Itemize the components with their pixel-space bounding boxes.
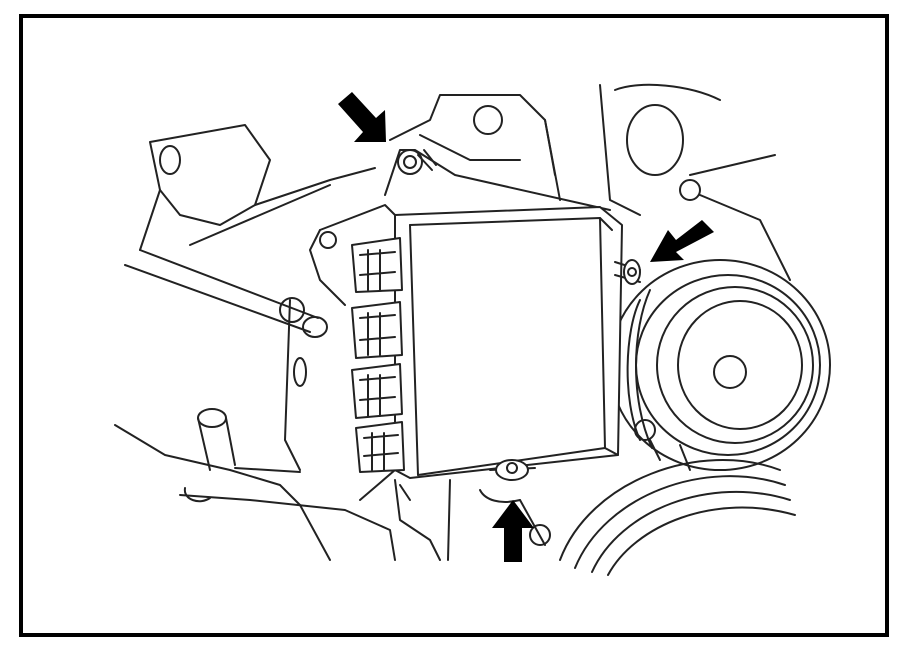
bolt-top-left [397, 149, 437, 175]
arrow-down-right-icon [338, 92, 386, 142]
right-bolt-arrow [650, 220, 714, 262]
control-module [394, 206, 623, 479]
arrow-up-icon [492, 500, 534, 562]
arrow-down-left-icon [650, 220, 714, 262]
lower-pulley [559, 439, 796, 576]
connector-4 [355, 421, 405, 473]
diagonal-rod [124, 249, 328, 338]
connector-3 [351, 363, 403, 419]
right-casting [599, 83, 791, 281]
module-connectors [351, 237, 405, 473]
bottom-bolt-arrow [492, 500, 534, 562]
bolt-bottom [479, 459, 536, 503]
connector-2 [351, 301, 403, 359]
upper-casting [389, 94, 561, 201]
lower-left-linkage [114, 408, 396, 561]
lower-middle-casting [394, 419, 656, 561]
top-left-bolt-arrow [338, 92, 386, 142]
connector-1 [351, 237, 403, 293]
bolt-right [614, 259, 641, 285]
left-bracket [139, 124, 376, 251]
